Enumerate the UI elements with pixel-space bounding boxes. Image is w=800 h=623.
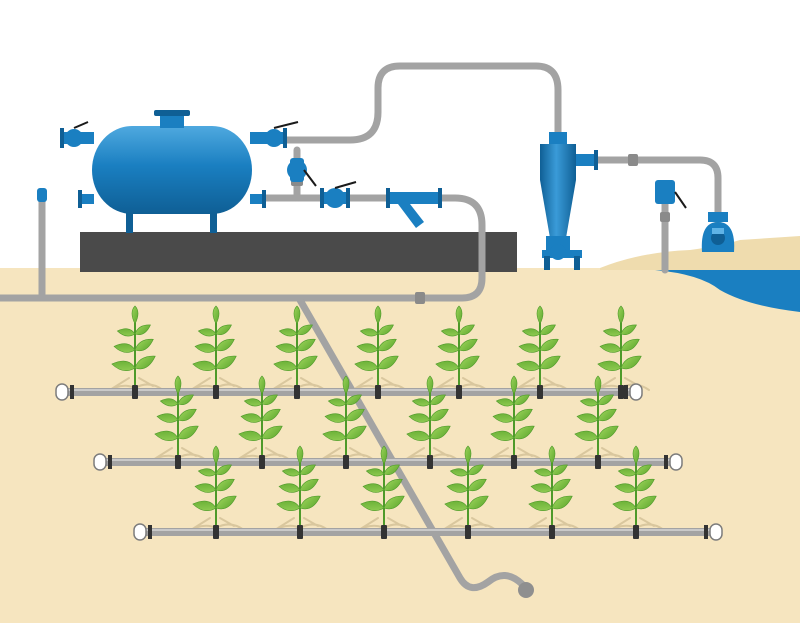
water-pump [701,212,735,252]
soil [0,268,800,623]
crop-plant [231,375,291,463]
equipment-platform [80,232,517,272]
crop-plant [266,305,326,393]
drip-emitter [595,455,601,469]
drip-emitter [375,385,381,399]
crop-plant [428,305,488,393]
drip-emitter [618,385,624,399]
sand-mound [600,236,800,270]
lateral-end-cap [55,383,69,401]
drip-emitter [294,385,300,399]
pressure-tank [60,110,299,233]
crop-field [55,305,723,541]
drip-emitter [511,455,517,469]
drip-emitter [132,385,138,399]
crop-plant [605,445,665,533]
crop-plant [185,305,245,393]
drip-emitter [633,525,639,539]
drip-emitter [343,455,349,469]
lateral-end-cap [93,453,107,471]
drip-emitter [465,525,471,539]
drip-emitter [427,455,433,469]
crop-plant [567,375,627,463]
drip-emitter [381,525,387,539]
crop-plant [590,305,650,393]
air-vent-cap [37,188,47,202]
drip-emitter [175,455,181,469]
drip-emitter [537,385,543,399]
crop-plant [437,445,497,533]
drip-emitter [456,385,462,399]
crop-plant [104,305,164,393]
crop-plant [509,305,569,393]
lateral-end-cap [709,523,723,541]
bypass-valve [655,180,687,209]
crop-plant [269,445,329,533]
drip-emitter [297,525,303,539]
drip-emitter [213,525,219,539]
hydrocyclone-filter [540,132,598,270]
lateral-end-cap [133,523,147,541]
drip-emitter [259,455,265,469]
water-source [655,270,800,312]
pipe-network [0,62,722,592]
screen-filter [386,188,442,228]
lateral-end-cap [669,453,683,471]
drip-emitter [213,385,219,399]
crop-plant [399,375,459,463]
tank-outlet-valve [287,158,317,187]
crop-plant [185,445,245,533]
crop-plant [521,445,581,533]
crop-plant [353,445,413,533]
crop-plant [147,375,207,463]
lateral-end-cap [629,383,643,401]
drip-emitter [549,525,555,539]
crop-plant [347,305,407,393]
line-valve [320,181,357,208]
